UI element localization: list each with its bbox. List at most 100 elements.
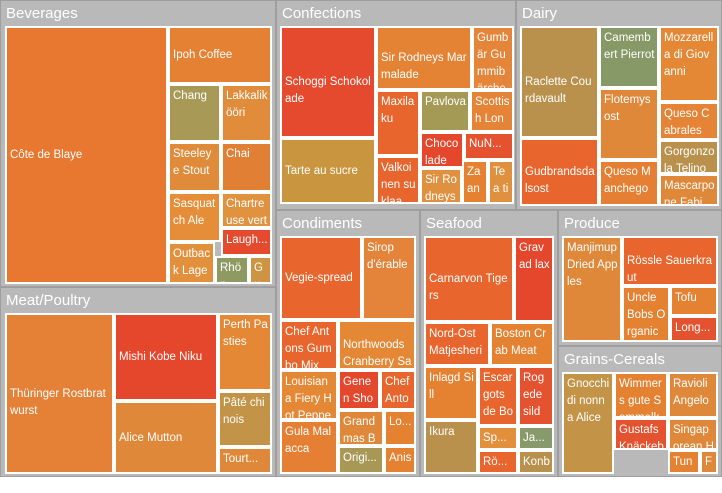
tile-zaanse[interactable]: Zaanse xyxy=(462,160,488,204)
tile-label: Louisiana Fiery Hot Pepper Sa xyxy=(285,376,332,420)
tile-sp[interactable]: Sp... xyxy=(478,426,518,450)
tile-label: Gu xyxy=(254,262,263,282)
tile-chef-anton[interactable]: Chef Anton xyxy=(380,370,416,410)
tile-tourt[interactable]: Tourt... xyxy=(218,447,272,474)
tile-mascarpone-fabi[interactable]: Mascarpone Fabi xyxy=(659,174,719,206)
tile-gorgonzola-telino[interactable]: Gorgonzola Telino xyxy=(659,140,719,174)
tile-ro[interactable]: Rö... xyxy=(478,450,518,474)
tile-camembert-pierrot[interactable]: Camembert Pierrot xyxy=(599,26,659,88)
tile-label: Tourt... xyxy=(223,453,259,465)
tile-ja[interactable]: Ja... xyxy=(518,426,554,450)
tile-label: Tunn xyxy=(673,456,693,468)
tile-rhon[interactable]: Rhön xyxy=(215,256,249,284)
tile-outback-lager[interactable]: Outback Lager xyxy=(168,242,215,284)
tile-label: Ravioli Angelo xyxy=(673,378,709,407)
tile-raclette-courdavault[interactable]: Raclette Courdavault xyxy=(520,26,599,138)
tile-label: Gorgonzola Telino xyxy=(664,146,715,174)
tile-konb[interactable]: Konb xyxy=(518,450,554,474)
tile-label: Flotemysost xyxy=(604,94,651,123)
tile-rossle-sauerkraut[interactable]: Rössle Sauerkraut xyxy=(622,236,718,286)
tile-singaporean-ho[interactable]: Singaporean Ho xyxy=(668,418,718,450)
tile-chang[interactable]: Chang xyxy=(168,84,221,142)
tile-escargots-de-bourg[interactable]: Escargots de Bourg xyxy=(478,366,518,426)
tile-lakkalikoori[interactable]: Lakkalikööri xyxy=(221,84,272,142)
tile-chai[interactable]: Chai xyxy=(221,142,272,192)
tile-label: Carnarvon Tigers xyxy=(429,273,508,302)
tile-gudbrandsdalsost[interactable]: Gudbrandsdalsost xyxy=(520,138,599,206)
tile-chef-antons-gumbo-mix[interactable]: Chef Antons Gumbo Mix xyxy=(280,320,338,370)
tile-genen-shouy[interactable]: Genen Shouy xyxy=(338,370,380,410)
tile-label: Tofu xyxy=(675,292,697,304)
tile-gu[interactable]: Gu xyxy=(249,256,272,284)
tile-anis[interactable]: Anis xyxy=(384,446,416,474)
tile-tarte-au-sucre[interactable]: Tarte au sucre xyxy=(280,138,376,204)
tile-label: Origi... xyxy=(343,452,377,464)
tile-pate-chinois[interactable]: Pâté chinois xyxy=(218,391,272,447)
tile-uncle-bobs-organic-dri[interactable]: Uncle Bobs Organic Dri xyxy=(622,286,670,342)
tile-vegie-spread[interactable]: Vegie-spread xyxy=(280,236,362,320)
tile-label: Rössle Sauerkraut xyxy=(627,255,713,284)
tile-label: Côte de Blaye xyxy=(10,149,83,161)
tile-carnarvon-tigers[interactable]: Carnarvon Tigers xyxy=(424,236,514,322)
tile-gula-malacca[interactable]: Gula Malacca xyxy=(280,420,338,474)
tile-steeleye-stout[interactable]: Steeleye Stout xyxy=(168,142,221,192)
tile-tofu[interactable]: Tofu xyxy=(670,286,718,316)
tile-label: Sir Rodneys Sc xyxy=(425,174,457,203)
tile-gnocchi-di-nonna-alice[interactable]: Gnocchi di nonna Alice xyxy=(562,372,614,474)
tile-manjimup-dried-apples[interactable]: Manjimup Dried Apples xyxy=(562,236,622,342)
tile-pavlova[interactable]: Pavlova xyxy=(420,90,470,132)
tile-label: Valkoinen suklaa xyxy=(381,162,416,204)
tile-ikura[interactable]: Ikura xyxy=(424,420,478,474)
tile-nord-ost-matjeshering[interactable]: Nord-Ost Matjeshering xyxy=(424,322,490,366)
tile-label: Long... xyxy=(675,322,711,334)
tile-sir-rodneys-marmalade[interactable]: Sir Rodneys Marmalade xyxy=(376,26,472,90)
tile-thuringer-rostbratwurst[interactable]: Thüringer Rostbratwurst xyxy=(5,313,114,474)
tile-label: Sasquatch Ale xyxy=(173,198,216,227)
tile-sirop-d-erable[interactable]: Sirop d'érable xyxy=(362,236,416,320)
tile-queso-cabrales[interactable]: Queso Cabrales xyxy=(659,102,719,140)
tile-maxilaku[interactable]: Maxilaku xyxy=(376,90,420,156)
tile-boston-crab-meat[interactable]: Boston Crab Meat xyxy=(490,322,554,366)
tile-label: Uncle Bobs Organic Dri xyxy=(627,292,666,338)
tile-sir-rodneys-sc[interactable]: Sir Rodneys Sc xyxy=(420,168,462,204)
tile-louisiana-fiery-hot-pepper-sa[interactable]: Louisiana Fiery Hot Pepper Sa xyxy=(280,370,338,420)
tile-fil[interactable]: Fil xyxy=(700,450,718,474)
tile-label: Steeleye Stout xyxy=(173,148,212,177)
tile-label: Northwoods Cranberry Sauce xyxy=(343,339,412,368)
tile-mishi-kobe-niku[interactable]: Mishi Kobe Niku xyxy=(114,313,218,401)
tile-schoggi-schokolade[interactable]: Schoggi Schokolade xyxy=(280,26,376,138)
tile-queso-manchego[interactable]: Queso Manchego xyxy=(599,160,659,206)
tile-mozzarella-di-giovanni[interactable]: Mozzarella di Giovanni xyxy=(659,26,719,102)
tile-gustafs-knackebrod[interactable]: Gustafs Knäckebröd xyxy=(614,418,668,450)
tile-inlagd-sill[interactable]: Inlagd Sill xyxy=(424,366,478,420)
tile-origi[interactable]: Origi... xyxy=(338,446,384,474)
tile-chocolade[interactable]: Chocolade xyxy=(420,132,464,168)
tile-lo[interactable]: Lo... xyxy=(384,410,416,446)
tile-wimmers-gute-semmelknodel[interactable]: Wimmers gute Semmelknödel xyxy=(614,372,668,418)
group-title: Condiments xyxy=(282,215,363,232)
group-title: Seafood xyxy=(426,215,482,232)
tile-flotemysost[interactable]: Flotemysost xyxy=(599,88,659,160)
tile-tea-tim[interactable]: Tea tim xyxy=(488,160,514,204)
tile-ipoh-coffee[interactable]: Ipoh Coffee xyxy=(168,26,272,84)
tile-label: Boston Crab Meat xyxy=(495,328,547,357)
tile-sasquatch-ale[interactable]: Sasquatch Ale xyxy=(168,192,221,242)
tile-label: Sirop d'érable xyxy=(367,242,408,271)
tile-northwoods-cranberry-sauce[interactable]: Northwoods Cranberry Sauce xyxy=(338,320,416,370)
tile-scottish-long[interactable]: Scottish Long xyxy=(470,90,514,132)
tile-nun[interactable]: NuN... xyxy=(464,132,514,160)
tile-cote-de-blaye[interactable]: Côte de Blaye xyxy=(5,26,168,284)
group-title: Grains-Cereals xyxy=(564,351,665,368)
tile-grandmas-boys[interactable]: Grandmas Boys xyxy=(338,410,384,446)
tile-long[interactable]: Long... xyxy=(670,316,718,342)
tile-tunn[interactable]: Tunn xyxy=(668,450,700,474)
tile-alice-mutton[interactable]: Alice Mutton xyxy=(114,401,218,474)
tile-ravioli-angelo[interactable]: Ravioli Angelo xyxy=(668,372,718,418)
tile-chartreuse-verte[interactable]: Chartreuse verte xyxy=(221,192,272,228)
tile-gravad-lax[interactable]: Gravad lax xyxy=(514,236,554,322)
tile-rogede-sild[interactable]: Rogede sild xyxy=(518,366,554,426)
tile-laugh[interactable]: Laugh... xyxy=(221,228,272,256)
tile-gumbar-gummibarchen[interactable]: Gumbär Gummibärchen xyxy=(472,26,514,90)
tile-perth-pasties[interactable]: Perth Pasties xyxy=(218,313,272,391)
tile-valkoinen-suklaa[interactable]: Valkoinen suklaa xyxy=(376,156,420,204)
